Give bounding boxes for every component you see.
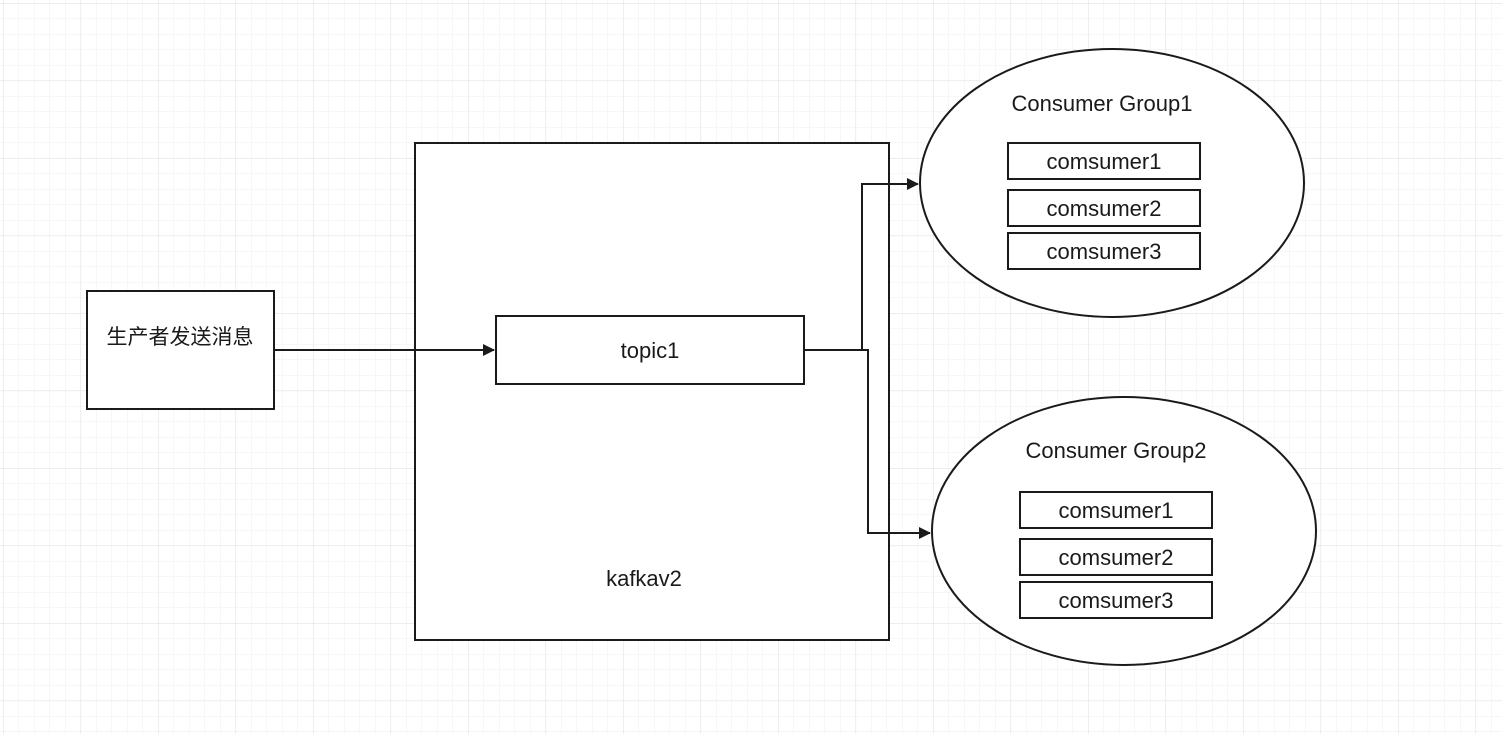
- group-2-title: Consumer Group2: [1026, 438, 1207, 463]
- group-2-consumer-3-label: comsumer3: [1059, 588, 1174, 613]
- broker-label: kafkav2: [606, 566, 682, 591]
- group-2-consumer-2-box[interactable]: [1019, 538, 1213, 576]
- group-1-title: Consumer Group1: [1012, 91, 1193, 116]
- broker-box[interactable]: [414, 142, 890, 641]
- group-1-consumer-3-box[interactable]: [1007, 232, 1201, 270]
- group-2-consumer-3-box[interactable]: [1019, 581, 1213, 619]
- topic-to-group-2-arrow[interactable]: [804, 349, 931, 539]
- group-2-consumer-1-label: comsumer1: [1059, 498, 1174, 523]
- topic-box[interactable]: [495, 315, 805, 385]
- group-1-consumer-1-label: comsumer1: [1047, 149, 1162, 174]
- group-2-consumer-1-box[interactable]: [1019, 491, 1213, 529]
- topic-label: topic1: [621, 338, 680, 363]
- group-1-consumer-2-label: comsumer2: [1047, 196, 1162, 221]
- group-2-consumer-2-label: comsumer2: [1059, 545, 1174, 570]
- consumer-group-1-ellipse[interactable]: [919, 48, 1305, 318]
- group-1-consumer-2-box[interactable]: [1007, 189, 1201, 227]
- producer-label: 生产者发送消息: [106, 325, 254, 349]
- group-1-consumer-3-label: comsumer3: [1047, 239, 1162, 264]
- producer-box[interactable]: [86, 290, 275, 410]
- group-1-consumer-1-box[interactable]: [1007, 142, 1201, 180]
